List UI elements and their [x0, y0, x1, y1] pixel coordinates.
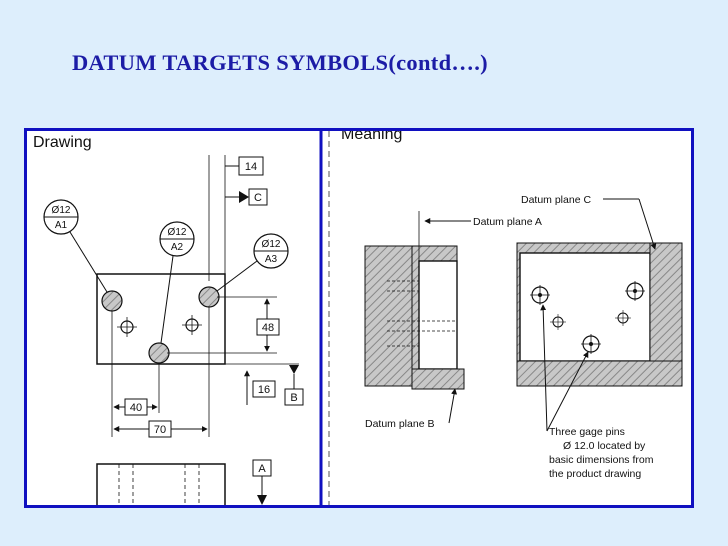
hole-left: [117, 317, 137, 337]
gage-pin: [530, 285, 550, 305]
dim-16-value: 16: [258, 384, 270, 396]
dim-box-16: [252, 380, 276, 398]
meaning-panel: Meaning: [341, 131, 683, 480]
hole-mark: [550, 314, 566, 330]
datum-target-figure: Drawing Ø12 A1 Ø12 A: [24, 128, 694, 508]
target-area-a1: [101, 290, 123, 312]
leader-gage-pin: [540, 304, 548, 432]
part-plan-view: [96, 273, 226, 365]
gage-pins-note-line: the product drawing: [549, 468, 641, 480]
datum-b-label: B: [290, 392, 297, 404]
dim-box-40: [124, 398, 148, 416]
datum-a-label: A: [258, 463, 266, 475]
dim-box-48: [256, 318, 280, 336]
gage-pin: [625, 281, 645, 301]
label-datum-plane-b: Datum plane B: [365, 418, 434, 430]
datum-target-symbol-a3: Ø12 A3: [216, 233, 289, 292]
dim-48-value: 48: [262, 322, 274, 334]
target-area-a2: [148, 342, 170, 364]
target-a1-size: Ø12: [52, 205, 71, 216]
drawing-panel: Drawing Ø12 A1 Ø12 A: [33, 134, 304, 505]
datum-c-triangle: [239, 191, 249, 203]
dim-70-value: 70: [154, 424, 166, 436]
figure-canvas: Drawing Ø12 A1 Ø12 A: [33, 131, 683, 505]
hole-mark: [615, 310, 631, 326]
side-view-fixture: [364, 245, 465, 390]
dim-40-value: 40: [130, 402, 142, 414]
target-a3-id: A3: [265, 254, 278, 265]
gage-pins-note-line: basic dimensions from: [549, 454, 654, 466]
dim-box-top: [238, 156, 264, 176]
datum-target-symbol-a1: Ø12 A1: [43, 199, 108, 293]
target-a3-size: Ø12: [262, 239, 281, 250]
label-datum-plane-a: Datum plane A: [473, 216, 542, 228]
gage-pins-note-line: Ø 12.0 located by: [563, 440, 646, 452]
target-area-a3: [198, 286, 220, 308]
gage-pins-note: Three gage pins Ø 12.0 located by basic …: [549, 426, 656, 480]
leader-gage-pin: [546, 351, 589, 432]
hole-right: [182, 315, 202, 335]
target-a2-size: Ø12: [168, 227, 187, 238]
side-view-part: [418, 260, 458, 370]
target-a2-id: A2: [171, 242, 184, 253]
target-a1-id: A1: [55, 220, 68, 231]
datum-c-box: [248, 188, 268, 206]
dim-box-70: [148, 420, 172, 438]
datum-c-label: C: [254, 192, 262, 204]
plan-view-fixture: [516, 242, 683, 387]
gage-pin: [581, 334, 601, 354]
label-datum-plane-c: Datum plane C: [521, 194, 591, 206]
datum-a-triangle: [257, 495, 267, 505]
dim-top-value: 14: [245, 161, 257, 173]
part-front-view: [96, 463, 226, 505]
meaning-heading: Meaning: [341, 131, 402, 143]
datum-b-triangle: [289, 365, 299, 374]
datum-b-box: [284, 388, 304, 406]
gage-pins-note-line: Three gage pins: [549, 426, 625, 438]
drawing-heading: Drawing: [33, 134, 92, 151]
leader-datum-plane-b: [448, 388, 458, 424]
slide-title: DATUM TARGETS SYMBOLS(contd….): [72, 50, 488, 75]
leader-datum-plane-c: [638, 198, 657, 250]
datum-target-symbol-a2: Ø12 A2: [159, 221, 195, 344]
